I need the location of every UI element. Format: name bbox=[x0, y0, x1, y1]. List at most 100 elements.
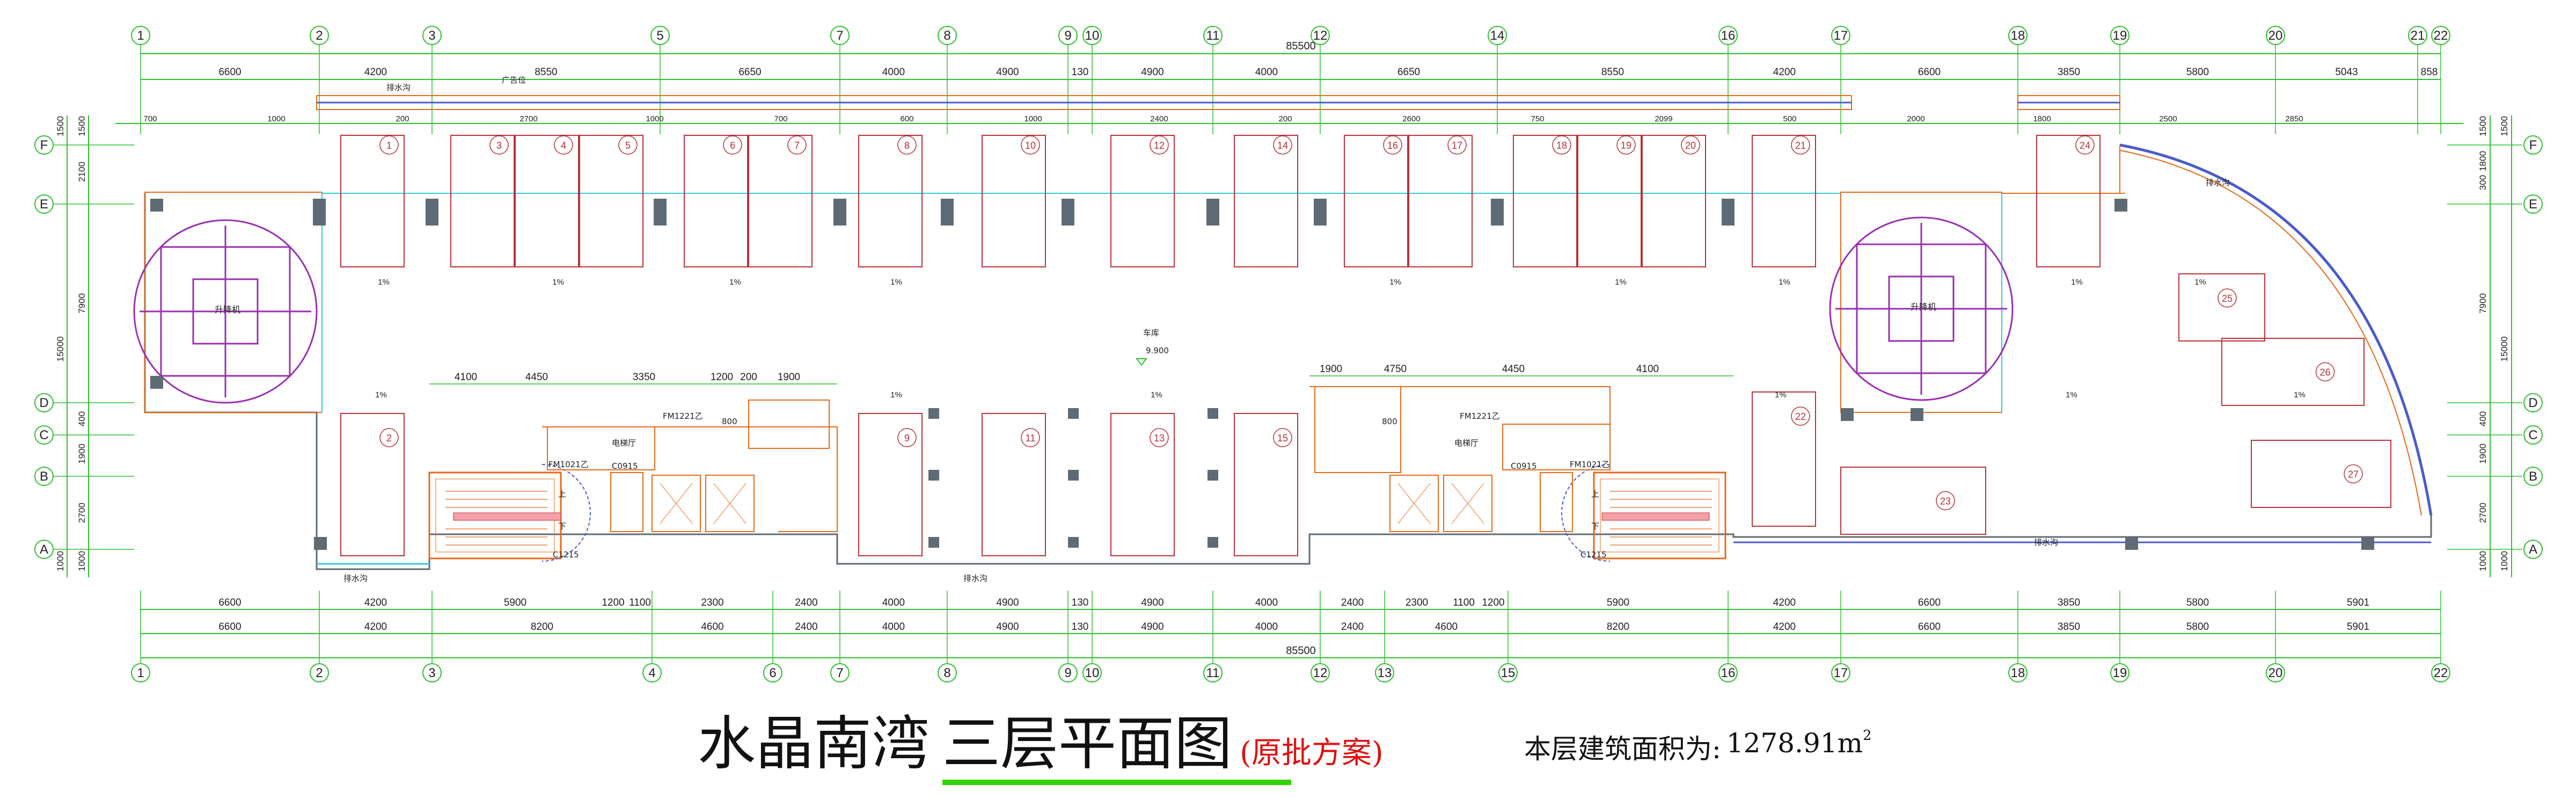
parking-bay bbox=[450, 135, 515, 267]
axis-label-top: 9 bbox=[1064, 28, 1071, 43]
slope-label: 1% bbox=[1151, 390, 1162, 400]
axis-label-bottom: 19 bbox=[2113, 666, 2127, 680]
dim-bottom-row2: 5800 bbox=[2186, 621, 2209, 633]
axis-label-top: 5 bbox=[656, 28, 663, 43]
dim-vertical-right-outer: 1000 bbox=[2499, 551, 2509, 571]
dim-bottom-row2: 4600 bbox=[1435, 621, 1458, 633]
dim-bottom-row1: 5901 bbox=[2347, 597, 2369, 608]
dim-small: 2099 bbox=[1655, 114, 1672, 124]
axis-bubble-bottom bbox=[310, 663, 329, 682]
door-label-c0915-right: C0915 bbox=[1511, 461, 1537, 471]
bay-number: 4 bbox=[561, 140, 566, 151]
column bbox=[654, 199, 667, 226]
dim-bottom-row2: 6600 bbox=[218, 621, 241, 633]
bay-number: 1 bbox=[386, 140, 392, 151]
dim-small: 500 bbox=[1783, 114, 1796, 124]
bay-number-circle bbox=[723, 135, 742, 155]
dim-bottom-row1: 4900 bbox=[996, 597, 1019, 608]
dim-vertical-right-inner: 7900 bbox=[2478, 293, 2488, 314]
dim-vertical-right-inner: 400 bbox=[2478, 411, 2488, 426]
dim-top: 4000 bbox=[1255, 67, 1278, 78]
garage-label: 车库 bbox=[1143, 328, 1159, 338]
bay-number-circle bbox=[1021, 135, 1040, 155]
dim-bottom-row2: 4900 bbox=[1141, 621, 1163, 633]
structural-columns bbox=[150, 199, 2374, 550]
axis-bubble-bottom bbox=[763, 663, 782, 682]
bay-number: 19 bbox=[1621, 140, 1631, 151]
dim-small: 1000 bbox=[646, 114, 663, 124]
axis-label-row-left: F bbox=[40, 138, 48, 152]
dim-small: 1000 bbox=[267, 114, 285, 124]
axis-label-bottom: 1 bbox=[137, 666, 144, 680]
door-label-fm1021-left: FM1021乙 bbox=[548, 460, 589, 469]
dim-core-left: 4450 bbox=[525, 372, 548, 383]
dim-vertical-left-inner: 1900 bbox=[77, 444, 87, 464]
parking-bay bbox=[2036, 135, 2101, 267]
dim-core-left: 1200 bbox=[711, 372, 733, 383]
column bbox=[1314, 199, 1327, 226]
parking-bay bbox=[748, 135, 813, 267]
stair-down-left: 下 bbox=[558, 521, 566, 531]
axis-label-top: 20 bbox=[2268, 28, 2283, 43]
axis-label-bottom: 17 bbox=[1834, 666, 1848, 680]
dim-vertical-left-outer: 1500 bbox=[55, 116, 65, 136]
axis-bubble-top bbox=[2110, 26, 2129, 45]
parking-bay bbox=[515, 135, 579, 267]
dim-bottom-row1: 2300 bbox=[701, 597, 723, 608]
bay-number: 14 bbox=[1277, 140, 1288, 151]
bay-number-circle bbox=[2218, 288, 2237, 308]
axis-label-bottom: 6 bbox=[769, 666, 776, 680]
dim-bottom-row1: 5900 bbox=[504, 597, 526, 608]
bay-number-circle bbox=[1150, 135, 1169, 155]
dim-vertical-right-inner: 300 bbox=[2478, 175, 2488, 190]
axis-bubble-top bbox=[1082, 26, 1102, 45]
dimension-lines bbox=[67, 53, 2512, 658]
column bbox=[1068, 537, 1079, 548]
column bbox=[1206, 199, 1219, 226]
parking-bay bbox=[340, 135, 405, 267]
axis-label-row-right: D bbox=[2528, 396, 2537, 410]
dim-bottom-row2: 2400 bbox=[1341, 621, 1364, 633]
axis-bubble-row-right bbox=[2523, 467, 2543, 486]
dim-vertical-left-outer: 15000 bbox=[55, 336, 65, 361]
dim-top: 6600 bbox=[218, 67, 241, 78]
bay-number-circle bbox=[1791, 135, 1810, 155]
dim-small: 200 bbox=[396, 114, 409, 124]
door-label-fm1221-left: FM1221乙 bbox=[663, 411, 703, 421]
axis-label-bottom: 2 bbox=[316, 666, 323, 680]
axis-bubble-bottom bbox=[1498, 663, 1518, 682]
axis-label-bottom: 20 bbox=[2268, 666, 2283, 680]
axis-bubble-top bbox=[1488, 26, 1507, 45]
dim-bottom-row1: 5900 bbox=[1607, 597, 1629, 608]
floor-area-unit: m bbox=[1837, 728, 1863, 759]
axis-bubble-row-left bbox=[34, 467, 54, 486]
axis-bubble-bottom bbox=[1203, 663, 1223, 682]
axis-label-top: 14 bbox=[1490, 28, 1505, 43]
bay-number-circle bbox=[1447, 135, 1467, 155]
parking-bay bbox=[1110, 413, 1175, 556]
column bbox=[928, 408, 939, 419]
axis-label-bottom: 22 bbox=[2434, 666, 2448, 680]
bay-number: 24 bbox=[2080, 140, 2090, 151]
bay-number-circle bbox=[2075, 135, 2095, 155]
door-label-fm1221-right: FM1221乙 bbox=[1460, 411, 1500, 421]
bay-number: 26 bbox=[2319, 367, 2330, 378]
axis-bubble-bottom bbox=[2431, 663, 2450, 682]
axis-label-bottom: 11 bbox=[1206, 666, 1220, 680]
axis-bubble-row-left bbox=[34, 194, 54, 214]
dim-small: 1800 bbox=[2033, 114, 2051, 124]
slope-label: 1% bbox=[1389, 278, 1401, 287]
bay-number: 13 bbox=[1154, 433, 1165, 444]
bay-number: 9 bbox=[904, 433, 910, 444]
drawing-title: 水晶南湾 三层平面图 (原批方案) bbox=[698, 698, 1384, 785]
column bbox=[1911, 408, 1923, 421]
dim-core-right: 4100 bbox=[1636, 364, 1659, 375]
elevator-hall-left: 电梯厅 bbox=[612, 438, 636, 448]
axis-bubble-row-right bbox=[2523, 393, 2543, 412]
title-underline bbox=[942, 780, 1292, 785]
slope-labels: 1%1%1%1%1%1%1%1%1%1%1%1%1%1%1% bbox=[375, 278, 2306, 400]
drawing-name-text: 三层平面图 bbox=[942, 710, 1233, 778]
